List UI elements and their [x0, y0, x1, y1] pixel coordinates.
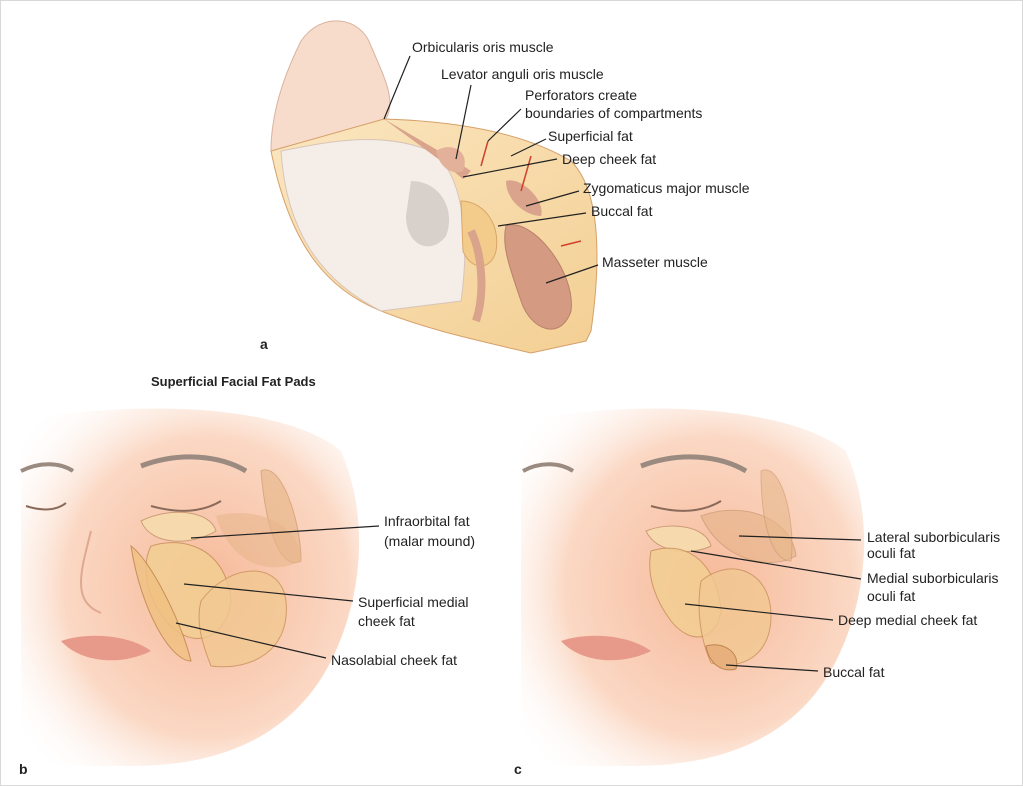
label-deep-cheek-fat: Deep cheek fat [562, 151, 656, 167]
label-levator-anguli-oris: Levator anguli oris muscle [441, 66, 604, 82]
leader-line [190, 525, 380, 539]
label-deep-medial-cheek-fat: Deep medial cheek fat [838, 612, 977, 628]
label-masseter: Masseter muscle [602, 254, 708, 270]
label-perforators-1: Perforators create [525, 87, 637, 103]
label-infraorbital-2: (malar mound) [384, 533, 475, 549]
label-superficial-medial-2: cheek fat [358, 613, 415, 629]
section-title: Superficial Facial Fat Pads [151, 374, 316, 389]
leader-line [545, 264, 599, 284]
cross-section-drawing [270, 20, 598, 354]
label-superficial-fat: Superficial fat [548, 128, 633, 144]
panel-letter-c: c [514, 761, 522, 777]
label-superficial-medial-1: Superficial medial [358, 594, 469, 610]
label-orbicularis-oris: Orbicularis oris muscle [412, 39, 554, 55]
leader-line [725, 664, 819, 672]
leader-line [690, 550, 862, 580]
panel-letter-a: a [260, 336, 268, 352]
label-buccal-fat-a: Buccal fat [591, 203, 653, 219]
leader-line [487, 108, 522, 142]
leader-line [462, 158, 558, 178]
face-drawing-c [521, 408, 865, 766]
label-perforators-2: boundaries of compartments [525, 105, 702, 121]
label-lateral-soof-1: Lateral suborbicularis [867, 529, 1000, 545]
leader-line [183, 583, 354, 602]
label-buccal-fat-c: Buccal fat [823, 664, 885, 680]
label-medial-soof-2: oculi fat [867, 588, 915, 604]
leader-line [684, 603, 834, 621]
leader-line [510, 138, 547, 157]
label-lateral-soof-2: oculi fat [867, 545, 915, 561]
label-nasolabial: Nasolabial cheek fat [331, 652, 457, 668]
perforator-vessels [480, 140, 582, 247]
leader-line [383, 55, 411, 120]
leader-line [525, 190, 580, 207]
face-drawing-b [20, 408, 360, 766]
leader-line [455, 84, 472, 160]
leader-line [175, 622, 327, 659]
label-medial-soof-1: Medial suborbicularis [867, 570, 999, 586]
leader-line [497, 212, 587, 227]
label-infraorbital-1: Infraorbital fat [384, 513, 470, 529]
label-zygomaticus-major: Zygomaticus major muscle [583, 180, 750, 196]
panel-letter-b: b [19, 761, 28, 777]
leader-line [738, 535, 862, 541]
